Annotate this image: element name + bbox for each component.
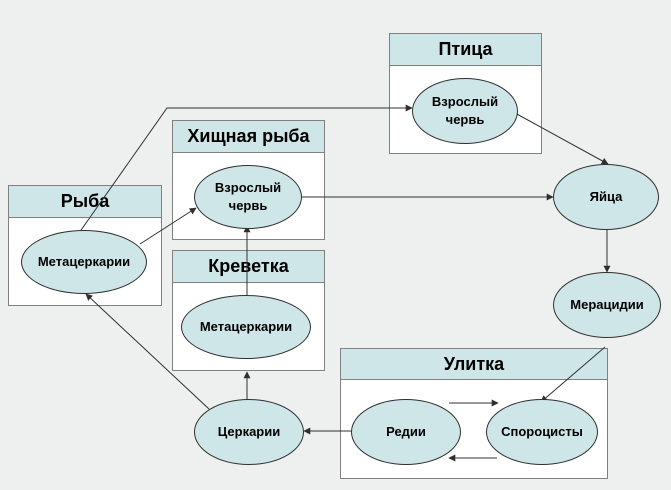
snail-box-title: Улитка xyxy=(341,349,607,380)
cercariae-node: Церкарии xyxy=(194,399,304,465)
arrow-bird-worm-to-eggs xyxy=(514,112,609,165)
predatory-fish-adult-worm-node: Взрослый червь xyxy=(194,165,302,229)
shrimp-metacercariae-node: Метацеркарии xyxy=(181,295,311,359)
fish-box-title: Рыба xyxy=(9,186,161,218)
miracidia-node: Мерацидии xyxy=(553,272,661,338)
bird-box-title: Птица xyxy=(390,34,541,66)
arrow-fish-to-bird xyxy=(78,104,413,234)
arrow-fish-to-predatory-fish xyxy=(139,207,197,245)
bird-adult-worm-node: Взрослый червь xyxy=(412,78,518,144)
arrow-miracidia-to-sporocysts xyxy=(540,346,606,403)
fish-metacercariae-node: Метацеркарии xyxy=(21,230,147,294)
eggs-node: Яйца xyxy=(553,164,659,230)
arrow-cercariae-to-fish xyxy=(85,293,210,410)
predatory-fish-box-title: Хищная рыба xyxy=(173,121,324,153)
sporocysts-node: Спороцисты xyxy=(486,399,598,465)
rediae-node: Редии xyxy=(351,399,461,465)
shrimp-box-title: Креветка xyxy=(173,251,324,283)
